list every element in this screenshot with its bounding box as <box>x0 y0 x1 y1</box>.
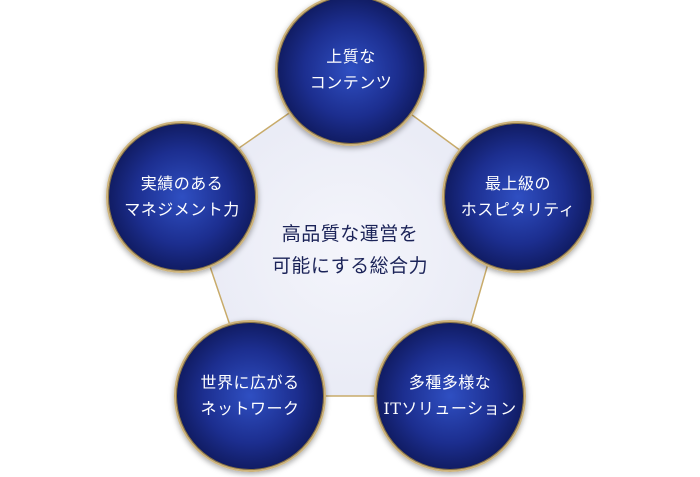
node-hospitality-line1: 最上級の <box>484 174 551 193</box>
node-network: 世界に広がる ネットワーク <box>174 320 326 472</box>
node-hospitality: 最上級の ホスピタリティ <box>442 121 594 273</box>
node-content-line2: コンテンツ <box>309 73 393 92</box>
node-management: 実績のある マネジメント力 <box>106 121 258 273</box>
center-label-line1: 高品質な運営を <box>281 223 419 245</box>
node-management-line1: 実績のある <box>140 174 224 193</box>
node-network-line1: 世界に広がる <box>200 373 300 392</box>
node-content-line1: 上質な <box>326 47 376 66</box>
center-label-line2: 可能にする総合力 <box>271 255 429 277</box>
node-it-solutions-line2: ITソリューション <box>383 399 517 418</box>
center-label: 高品質な運営を 可能にする総合力 <box>240 218 460 282</box>
node-it-solutions: 多種多様な ITソリューション <box>374 320 526 472</box>
node-hospitality-line2: ホスピタリティ <box>460 200 576 219</box>
node-network-line2: ネットワーク <box>200 399 300 418</box>
node-content: 上質な コンテンツ <box>275 0 427 146</box>
node-it-solutions-line1: 多種多様な <box>408 373 492 392</box>
node-management-line2: マネジメント力 <box>124 200 240 219</box>
